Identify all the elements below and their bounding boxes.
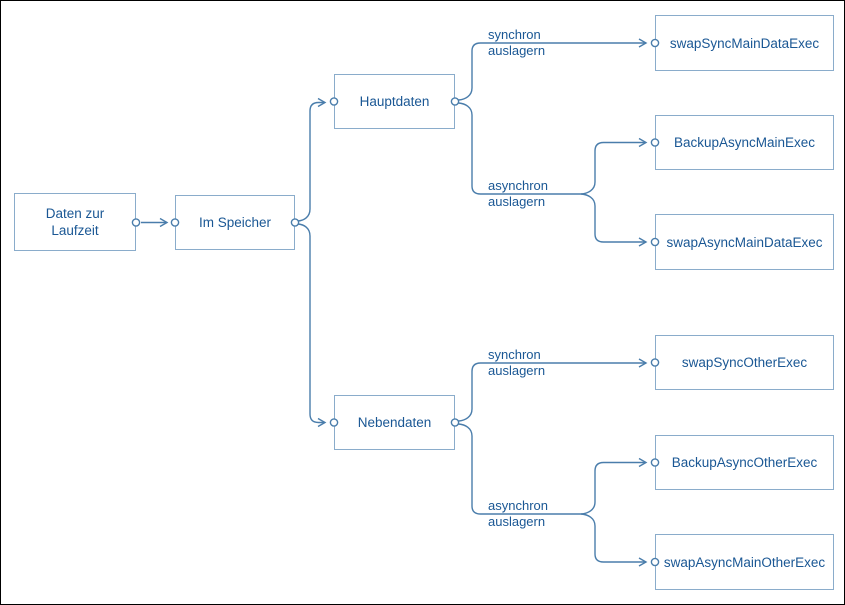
edge-nebendaten-backup-async [580,457,648,515]
edge-label-line: auslagern [488,363,546,378]
edge-label-line: synchron [488,347,541,362]
edge-nebendaten-swap-sync [458,358,648,422]
edge-speicher-hauptdaten [297,97,327,222]
edge-speicher-nebendaten [297,223,327,428]
node-im-speicher[interactable]: Im Speicher [175,195,295,250]
node-daten-zur-laufzeit[interactable]: Daten zur Laufzeit [14,193,136,251]
edge-label-asynchron-auslagern-main: asynchron auslagern [488,178,548,210]
edge-label-synchron-auslagern-other: synchron auslagern [488,347,545,379]
node-hauptdaten[interactable]: Hauptdaten [334,74,455,129]
edge-label-asynchron-auslagern-other: asynchron auslagern [488,498,548,530]
node-backup-async-main-exec[interactable]: BackupAsyncMainExec [655,115,834,170]
edge-label-line: auslagern [488,514,546,529]
edge-label-line: auslagern [488,194,546,209]
edge-hauptdaten-backup-async [580,137,648,195]
edge-hauptdaten-swap-sync [458,38,648,101]
edge-hauptdaten-swap-async [580,193,648,247]
edge-label-line: asynchron [488,498,548,513]
edge-label-line: asynchron [488,178,548,193]
node-swap-async-main-data-exec[interactable]: swapAsyncMainDataExec [655,214,834,270]
edge-label-line: auslagern [488,43,546,58]
node-swap-async-main-other-exec[interactable]: swapAsyncMainOtherExec [655,534,834,590]
edge-nebendaten-swap-async [580,513,648,567]
node-backup-async-other-exec[interactable]: BackupAsyncOtherExec [655,435,834,490]
edge-label-line: synchron [488,27,541,42]
node-swap-sync-other-exec[interactable]: swapSyncOtherExec [655,335,834,390]
node-swap-sync-main-data-exec[interactable]: swapSyncMainDataExec [655,15,834,71]
edge-label-synchron-auslagern-main: synchron auslagern [488,27,545,59]
node-nebendaten[interactable]: Nebendaten [334,395,455,450]
